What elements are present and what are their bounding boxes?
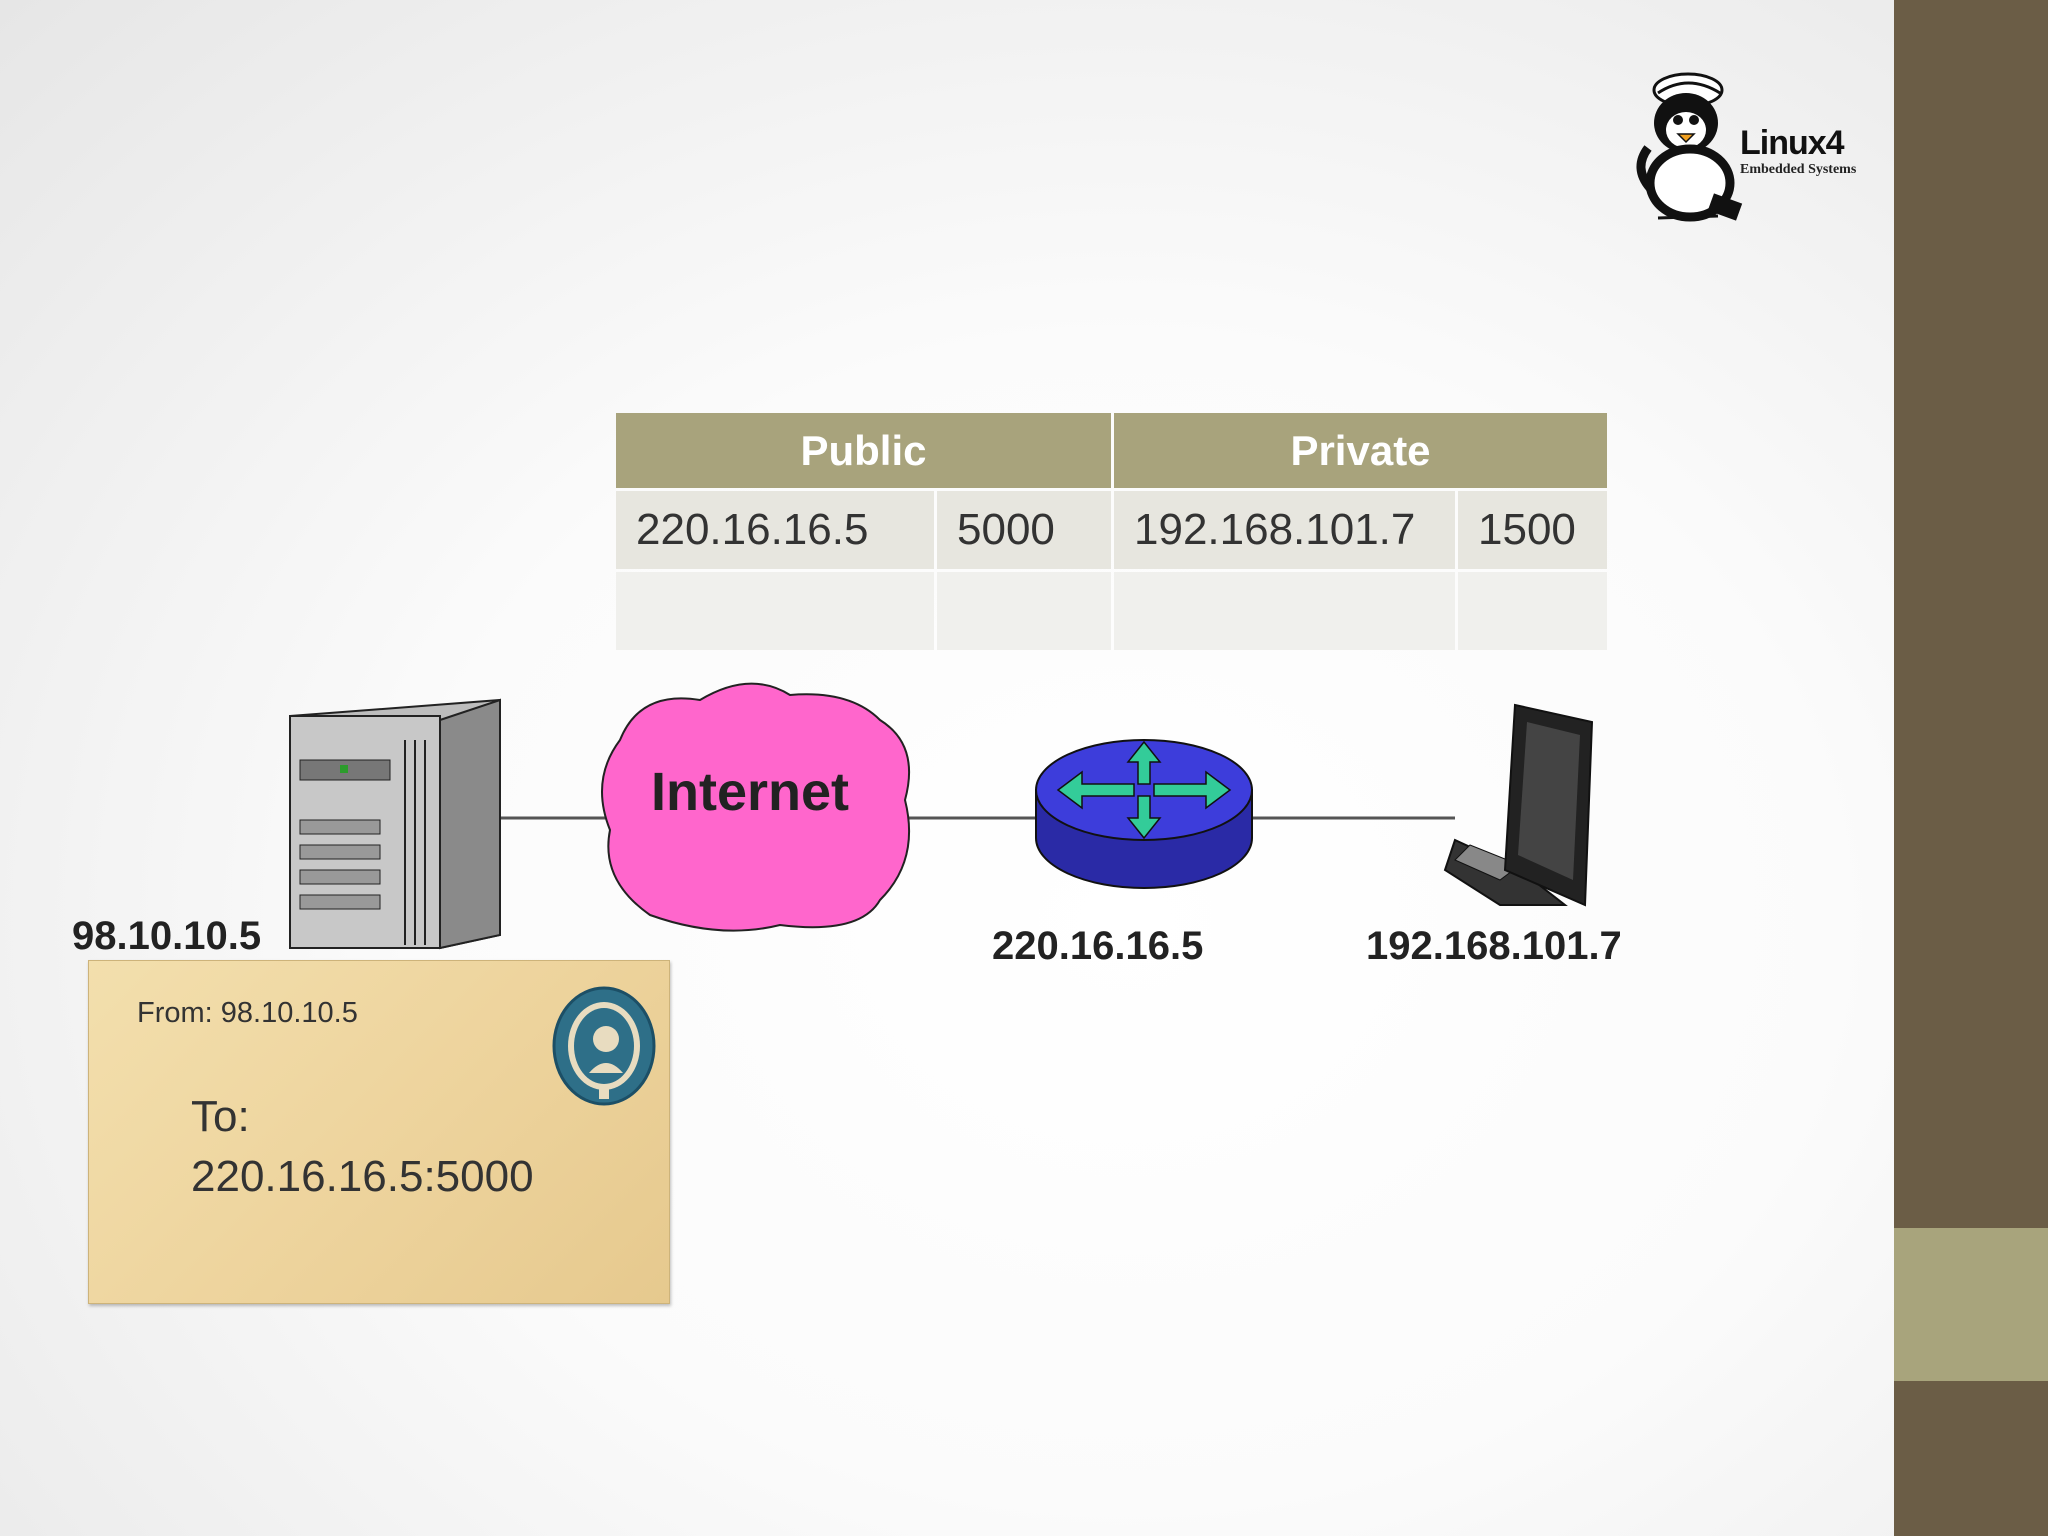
public-header: Public <box>616 413 1111 488</box>
right-sidebar-accent <box>1894 1228 2048 1381</box>
private-ip-cell: 192.168.101.7 <box>1114 491 1455 569</box>
router-icon <box>1035 739 1253 889</box>
table-row: 220.16.16.5 5000 192.168.101.7 1500 <box>616 491 1607 569</box>
private-port-cell: 1500 <box>1458 491 1607 569</box>
laptop-ip-label: 192.168.101.7 <box>1366 924 1622 968</box>
logo-wordmark: Linux4 <box>1740 124 1845 162</box>
server-icon <box>289 698 501 950</box>
public-port-cell <box>937 572 1111 650</box>
laptop-icon <box>1443 703 1594 907</box>
linux4-penguin-logo <box>1636 72 1743 222</box>
public-port-cell: 5000 <box>937 491 1111 569</box>
private-port-cell <box>1458 572 1607 650</box>
table-header-row: Public Private <box>616 413 1607 488</box>
private-header: Private <box>1114 413 1607 488</box>
public-ip-cell <box>616 572 934 650</box>
envelope-to-address: 220.16.16.5:5000 <box>191 1152 534 1201</box>
postage-stamp-icon <box>552 986 656 1106</box>
envelope-from-line: From: 98.10.10.5 <box>137 997 358 1029</box>
cloud-label: Internet <box>651 762 849 822</box>
router-ip-label: 220.16.16.5 <box>992 924 1204 968</box>
public-ip-cell: 220.16.16.5 <box>616 491 934 569</box>
envelope-to-block: To: 220.16.16.5:5000 <box>191 1087 534 1207</box>
envelope: From: 98.10.10.5 To: 220.16.16.5:5000 <box>88 960 670 1304</box>
internet-cloud-icon: Internet <box>601 682 911 932</box>
private-ip-cell <box>1114 572 1455 650</box>
envelope-to-label: To: <box>191 1092 250 1141</box>
client-ip-label: 98.10.10.5 <box>72 914 262 958</box>
logo-subtitle: Embedded Systems <box>1740 162 1857 177</box>
table-row <box>616 572 1607 650</box>
nat-translation-table: Public Private 220.16.16.5 5000 192.168.… <box>613 410 1610 653</box>
